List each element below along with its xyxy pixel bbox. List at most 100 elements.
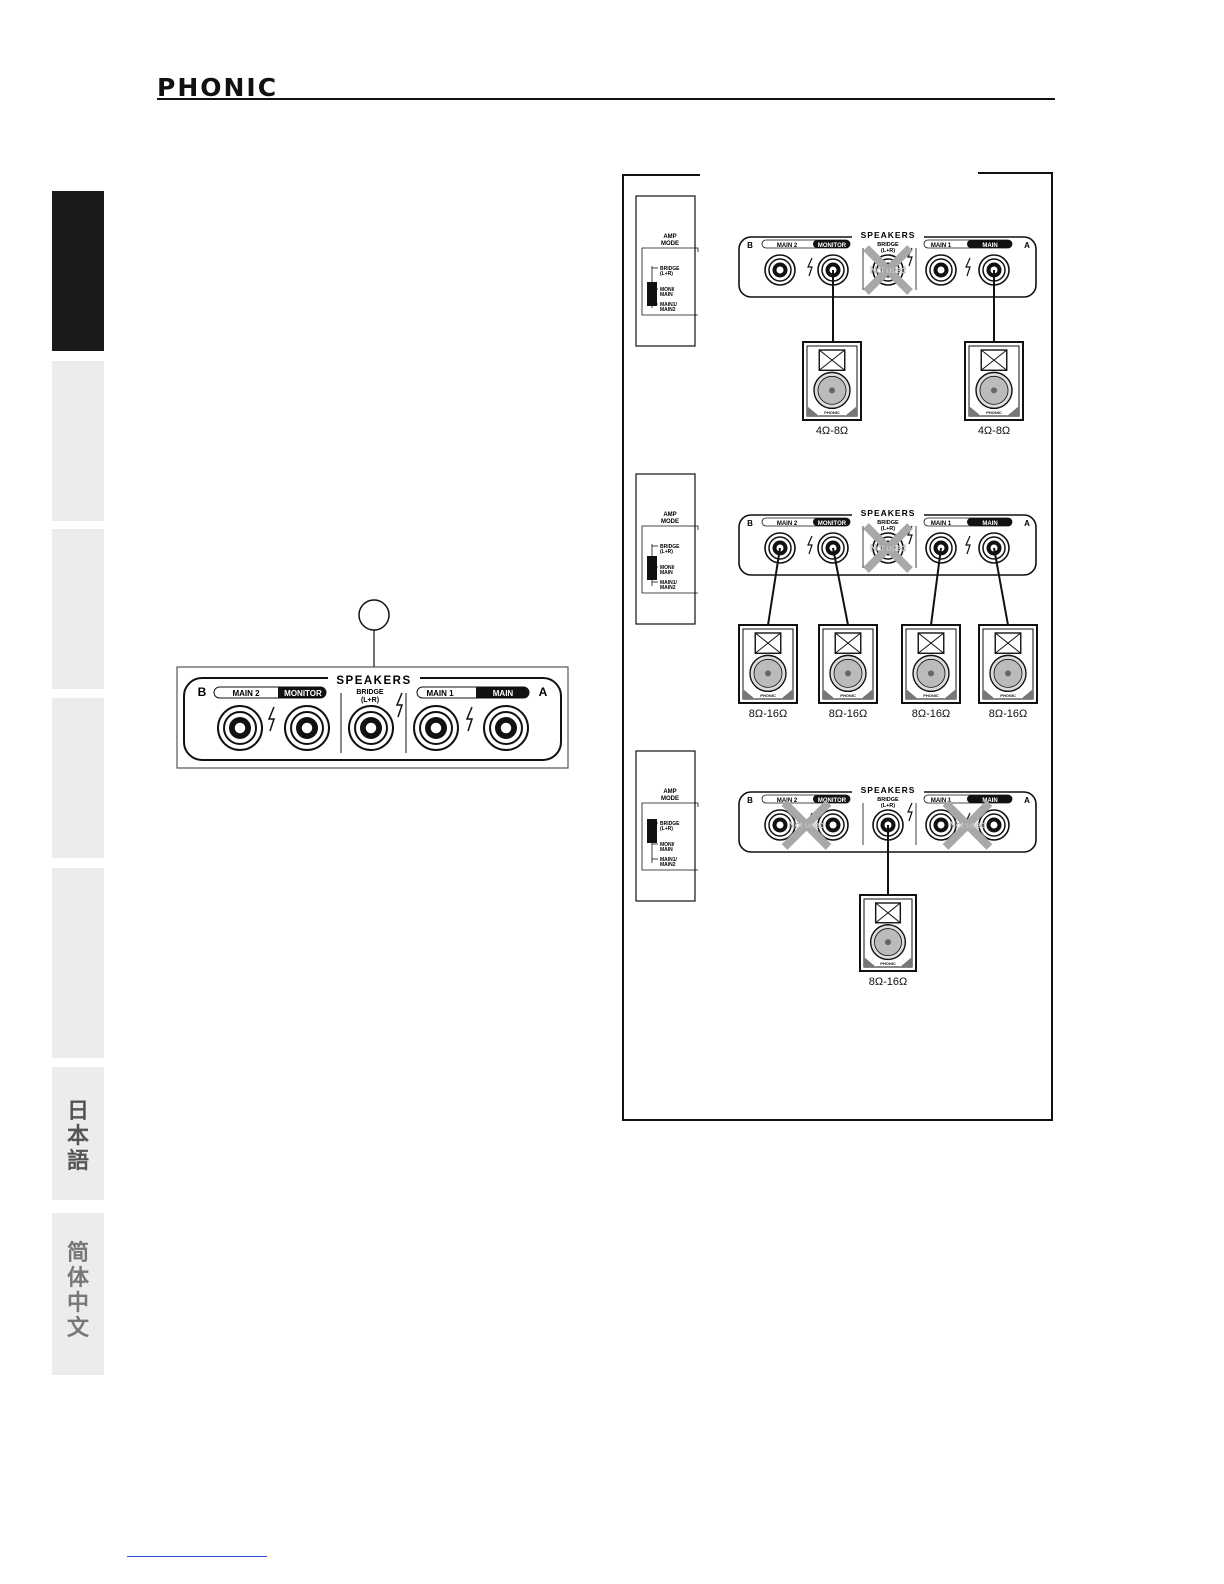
jack-main1 bbox=[925, 254, 957, 286]
side-b-label: B bbox=[198, 685, 207, 699]
amp-mode-option: (L+R) bbox=[660, 549, 673, 555]
jack-main2 bbox=[764, 254, 796, 286]
monitor-label: MONITOR bbox=[818, 243, 847, 249]
jack-main bbox=[483, 705, 529, 751]
warning-bolt-icon bbox=[267, 706, 276, 732]
speaker-dustcap bbox=[991, 387, 997, 394]
speaker-inner bbox=[982, 628, 1034, 700]
bridge-label-1: BRIDGE bbox=[877, 520, 899, 526]
main-label: MAIN bbox=[493, 689, 514, 698]
jack-main2 bbox=[764, 809, 796, 841]
tab-language-4[interactable] bbox=[52, 698, 104, 858]
speaker-feet bbox=[864, 957, 912, 967]
speaker-horn-x bbox=[980, 349, 1008, 371]
tab-language-5[interactable] bbox=[52, 868, 104, 1058]
speaker-dustcap bbox=[885, 939, 891, 946]
amp-mode-title: MODE bbox=[661, 796, 679, 802]
speaker-cable bbox=[832, 547, 849, 626]
plate-title-bg bbox=[852, 229, 924, 240]
tab-chinese[interactable]: 简体中文 bbox=[52, 1213, 104, 1375]
main1-label: MAIN 1 bbox=[426, 689, 454, 698]
speaker-feet bbox=[823, 689, 873, 699]
mode-diagrams-frame bbox=[622, 172, 1053, 1121]
speaker-dustcap bbox=[1005, 670, 1011, 677]
amp-mode-option: MAIN2 bbox=[660, 307, 676, 313]
speaker-cabinet: PHONIC bbox=[859, 894, 917, 972]
side-a-label: A bbox=[1024, 519, 1030, 528]
speaker-dustcap bbox=[829, 387, 835, 394]
warning-bolt-icon bbox=[965, 257, 971, 277]
speaker-cabinet: PHONIC bbox=[978, 624, 1038, 704]
speaker-brand: PHONIC bbox=[986, 410, 1002, 415]
bridge-label-2: (L+R) bbox=[881, 803, 895, 809]
amp-mode-title: MODE bbox=[661, 241, 679, 247]
speaker-horn-x bbox=[754, 632, 782, 654]
amp-mode-option: MAIN bbox=[660, 292, 673, 298]
speaker-cabinet: PHONIC bbox=[738, 624, 798, 704]
amp-mode-switch bbox=[647, 556, 657, 580]
warning-bolt-icon bbox=[965, 535, 971, 555]
warning-bolt-icon bbox=[395, 692, 404, 718]
speaker-dustcap bbox=[845, 670, 851, 677]
main1-label: MAIN 1 bbox=[931, 798, 952, 804]
amp-mode-title: AMP bbox=[663, 512, 676, 518]
speaker-horn-x bbox=[994, 632, 1022, 654]
label-pill-fill bbox=[967, 518, 1012, 526]
jack-tip bbox=[775, 265, 785, 275]
not-used-label: Not used bbox=[870, 265, 906, 275]
speaker-inner bbox=[822, 628, 874, 700]
amp-mode-option: MAIN bbox=[660, 570, 673, 576]
main-label: MAIN bbox=[982, 798, 997, 804]
not-used-label: Not used bbox=[949, 820, 985, 830]
tab-language-3[interactable] bbox=[52, 529, 104, 689]
speaker-inner bbox=[806, 345, 858, 417]
speaker-feet bbox=[969, 406, 1019, 416]
side-a-label: A bbox=[1024, 241, 1030, 250]
speaker-brand: PHONIC bbox=[760, 693, 776, 698]
label-pill-fill bbox=[967, 795, 1012, 803]
amp-mode-bracket bbox=[641, 247, 699, 316]
not-used-label: Not used bbox=[788, 820, 824, 830]
monitor-label: MONITOR bbox=[284, 689, 322, 698]
footer-link-underline[interactable] bbox=[127, 1556, 267, 1557]
amp-mode-option: MONI/ bbox=[660, 842, 675, 848]
tab-japanese[interactable]: 日本語 bbox=[52, 1067, 104, 1200]
impedance-label: 8Ω-16Ω bbox=[869, 976, 907, 988]
speaker-brand: PHONIC bbox=[1000, 693, 1016, 698]
jack-tip bbox=[989, 820, 999, 830]
speaker-cabinet: PHONIC bbox=[802, 341, 862, 421]
speaker-dustcap bbox=[928, 670, 934, 677]
jack-monitor bbox=[284, 705, 330, 751]
not-used-label: Not used bbox=[870, 543, 906, 553]
amp-mode-box bbox=[635, 750, 696, 902]
side-b-label: B bbox=[747, 241, 753, 250]
bridge-label-1: BRIDGE bbox=[877, 797, 899, 803]
warning-bolt-icon bbox=[465, 706, 474, 732]
amp-mode-option: MONI/ bbox=[660, 565, 675, 571]
warning-bolt-icon bbox=[907, 802, 913, 822]
plate-title: SPEAKERS bbox=[861, 785, 916, 795]
jack-main bbox=[978, 809, 1010, 841]
amp-mode-option: (L+R) bbox=[660, 826, 673, 832]
speaker-brand: PHONIC bbox=[840, 693, 856, 698]
speaker-horn-x bbox=[917, 632, 945, 654]
tab-chinese-label: 简体中文 bbox=[52, 1241, 104, 1341]
tab-english[interactable] bbox=[52, 191, 104, 351]
main2-label: MAIN 2 bbox=[777, 243, 798, 249]
jack-tip bbox=[828, 820, 838, 830]
side-a-label: A bbox=[1024, 796, 1030, 805]
speaker-cable bbox=[930, 547, 942, 626]
speaker-horn-x bbox=[818, 349, 846, 371]
panel-title: SPEAKERS bbox=[336, 675, 411, 687]
jack-main1 bbox=[413, 705, 459, 751]
amp-mode-option: BRIDGE bbox=[660, 544, 680, 550]
amp-mode-option: MONI/ bbox=[660, 287, 675, 293]
amp-mode-box bbox=[635, 195, 696, 347]
speaker-cabinet: PHONIC bbox=[964, 341, 1024, 421]
speaker-feet bbox=[906, 689, 956, 699]
tab-language-2[interactable] bbox=[52, 361, 104, 521]
main1-label: MAIN 1 bbox=[931, 243, 952, 249]
not-used-cross bbox=[781, 800, 832, 850]
speaker-dustcap bbox=[765, 670, 771, 677]
bridge-label-2: (L+R) bbox=[881, 248, 895, 254]
